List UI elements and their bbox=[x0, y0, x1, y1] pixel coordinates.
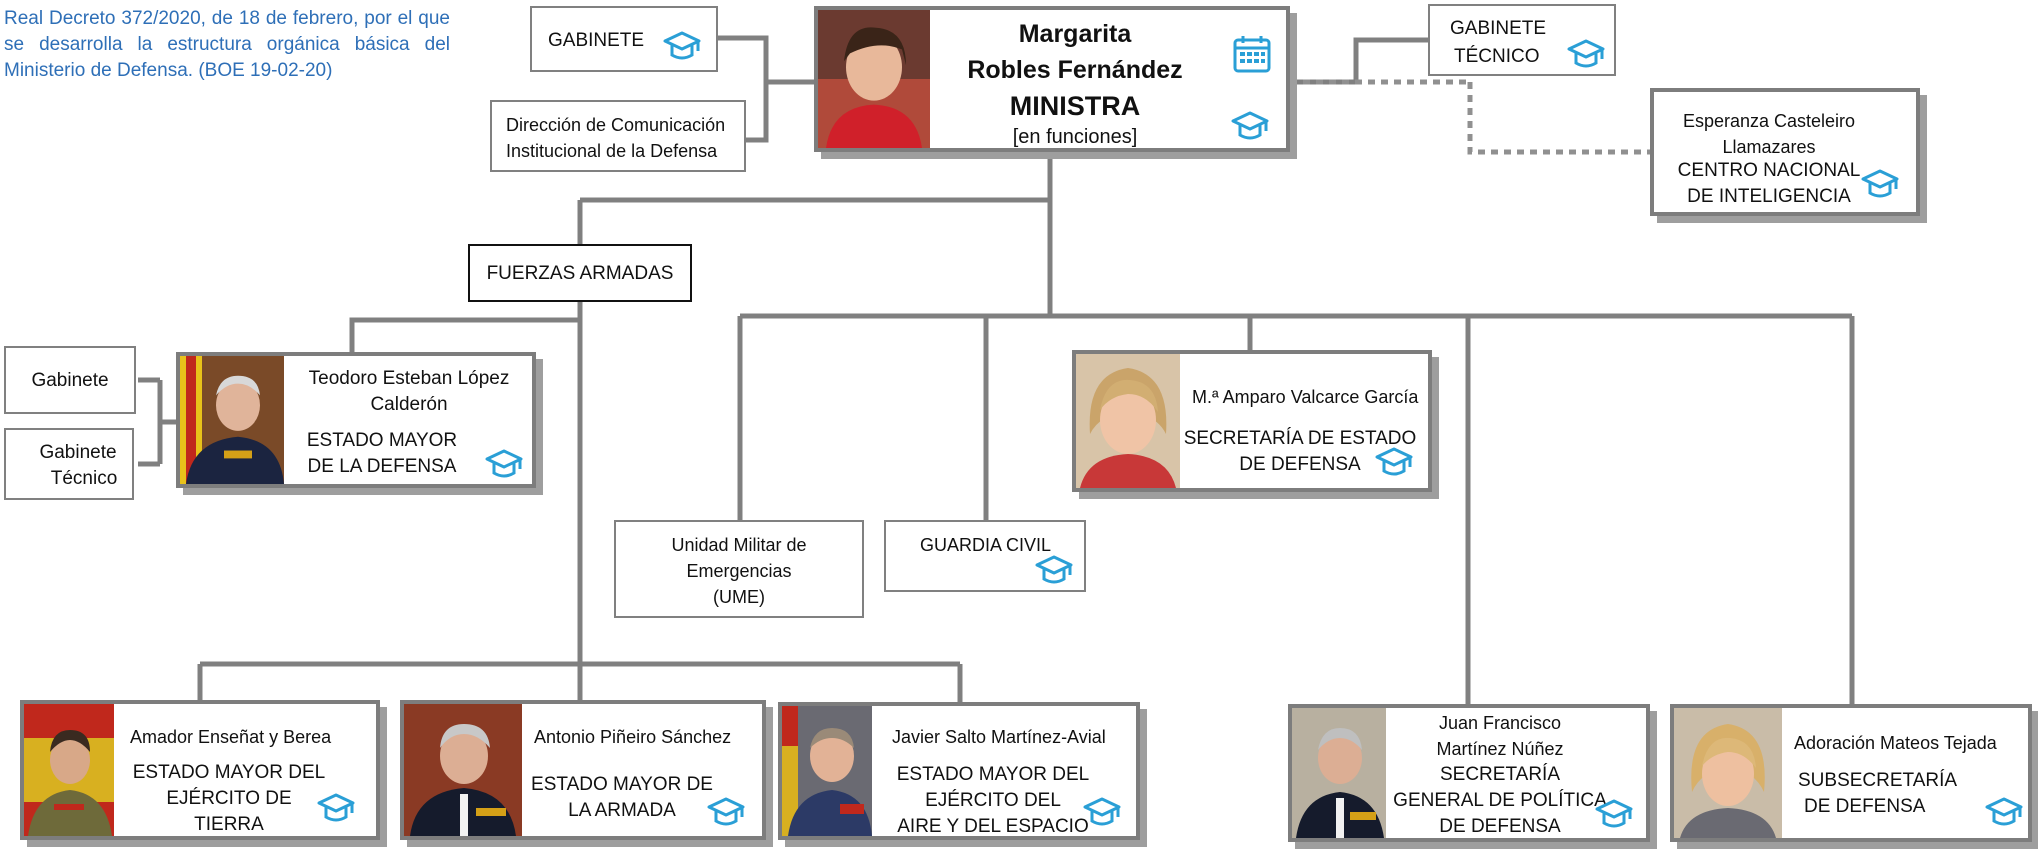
comunicacion-line-2: Institucional de la Defensa bbox=[506, 141, 718, 161]
tierra-card: Amador Enseñat y Berea ESTADO MAYOR DEL … bbox=[20, 700, 380, 840]
minister-photo bbox=[818, 10, 930, 148]
minister-card: Margarita Robles Fernández MINISTRA [en … bbox=[814, 6, 1290, 152]
tierra-photo bbox=[24, 704, 114, 836]
gabinete-tecnico-box: GABINETE TÉCNICO bbox=[1428, 4, 1616, 76]
armada-card: Antonio Piñeiro Sánchez ESTADO MAYOR DE … bbox=[400, 700, 766, 840]
minister-name-line-1: Margarita bbox=[1018, 20, 1132, 48]
graduation-cap-icon[interactable] bbox=[1034, 554, 1074, 588]
ume-line-1: Unidad Militar de bbox=[671, 535, 807, 555]
jemad-card: Teodoro Esteban López Calderón ESTADO MA… bbox=[176, 352, 536, 488]
gabinete-tecnico-line-1: GABINETE bbox=[1450, 18, 1547, 39]
jemad-name-line-1: Teodoro Esteban López bbox=[308, 368, 510, 389]
sedef-card: M.ª Amparo Valcarce García SECRETARÍA DE… bbox=[1072, 350, 1432, 492]
legal-reference-note: Real Decreto 372/2020, de 18 de febrero,… bbox=[4, 8, 450, 81]
graduation-cap-icon[interactable] bbox=[1082, 796, 1122, 830]
jemad-org-line-1: ESTADO MAYOR bbox=[306, 430, 458, 451]
ume-box: Unidad Militar de Emergencias (UME) bbox=[614, 520, 864, 618]
subdef-card: Adoración Mateos Tejada SUBSECRETARÍA DE… bbox=[1670, 704, 2032, 842]
subdef-name: Adoración Mateos Tejada bbox=[1794, 733, 1997, 753]
graduation-cap-icon[interactable] bbox=[706, 796, 746, 830]
minister-name-line-2: Robles Fernández bbox=[967, 56, 1183, 84]
graduation-cap-icon[interactable] bbox=[1566, 38, 1606, 72]
segenpol-org-line-2: GENERAL DE POLÍTICA bbox=[1393, 790, 1607, 811]
gabinete-label: GABINETE bbox=[548, 30, 645, 51]
ume-line-2: Emergencias bbox=[686, 561, 792, 581]
segenpol-name-line-2: Martínez Núñez bbox=[1436, 739, 1564, 759]
jemad-name-line-2: Calderón bbox=[370, 394, 448, 415]
sedef-name: M.ª Amparo Valcarce García bbox=[1192, 387, 1419, 407]
calendar-icon[interactable] bbox=[1232, 34, 1272, 74]
aire-org-line-3: AIRE Y DEL ESPACIO bbox=[897, 816, 1089, 837]
armada-name: Antonio Piñeiro Sánchez bbox=[534, 727, 732, 747]
segenpol-org-line-3: DE DEFENSA bbox=[1439, 816, 1561, 837]
segenpol-org-line-1: SECRETARÍA bbox=[1439, 764, 1560, 785]
fuerzas-armadas-label: FUERZAS ARMADAS bbox=[486, 263, 674, 284]
graduation-cap-icon[interactable] bbox=[316, 792, 356, 826]
minister-status: [en funciones] bbox=[1012, 126, 1138, 148]
graduation-cap-icon[interactable] bbox=[1594, 798, 1634, 832]
guardia-civil-label: GUARDIA CIVIL bbox=[920, 535, 1052, 555]
gabinete-tecnico-line-2: TÉCNICO bbox=[1454, 46, 1540, 67]
left-gabinete-tecnico-line-1: Gabinete bbox=[39, 442, 117, 463]
cni-name-line-1: Esperanza Casteleiro bbox=[1682, 111, 1856, 131]
graduation-cap-icon[interactable] bbox=[662, 30, 702, 64]
jemad-photo bbox=[180, 356, 284, 484]
cni-card: Esperanza Casteleiro Llamazares CENTRO N… bbox=[1650, 88, 1920, 216]
subdef-org-line-1: SUBSECRETARÍA bbox=[1798, 770, 1958, 791]
subdef-photo bbox=[1674, 708, 1782, 838]
aire-card: Javier Salto Martínez-Avial ESTADO MAYOR… bbox=[778, 702, 1140, 840]
minister-role: MINISTRA bbox=[1009, 91, 1141, 121]
comunicacion-line-1: Dirección de Comunicación bbox=[506, 115, 726, 135]
graduation-cap-icon[interactable] bbox=[1984, 796, 2024, 830]
aire-photo bbox=[782, 706, 872, 836]
armada-org-line-1: ESTADO MAYOR DE bbox=[531, 774, 713, 795]
armada-photo bbox=[404, 704, 522, 836]
left-gabinete-box: Gabinete bbox=[4, 346, 136, 414]
segenpol-photo bbox=[1292, 708, 1386, 838]
tierra-name: Amador Enseñat y Berea bbox=[130, 727, 332, 747]
ume-line-3: (UME) bbox=[713, 587, 765, 607]
cni-name-line-2: Llamazares bbox=[1722, 137, 1816, 157]
segenpol-card: Juan Francisco Martínez Núñez SECRETARÍA… bbox=[1288, 704, 1650, 842]
aire-org-line-1: ESTADO MAYOR DEL bbox=[896, 764, 1090, 785]
sedef-photo bbox=[1076, 354, 1180, 488]
segenpol-name-line-1: Juan Francisco bbox=[1438, 713, 1562, 733]
tierra-org-line-1: ESTADO MAYOR DEL bbox=[132, 762, 326, 783]
graduation-cap-icon[interactable] bbox=[1860, 168, 1900, 202]
graduation-cap-icon[interactable] bbox=[484, 448, 524, 482]
guardia-civil-box: GUARDIA CIVIL bbox=[884, 520, 1086, 592]
left-gabinete-label: Gabinete bbox=[31, 370, 109, 391]
graduation-cap-icon[interactable] bbox=[1230, 110, 1270, 144]
jemad-org-line-2: DE LA DEFENSA bbox=[307, 456, 457, 477]
armada-org-line-2: LA ARMADA bbox=[568, 800, 676, 821]
aire-org-line-2: EJÉRCITO DEL bbox=[925, 790, 1061, 811]
tierra-org-line-3: TIERRA bbox=[194, 814, 264, 835]
cni-org-line-2: DE INTELIGENCIA bbox=[1687, 186, 1851, 207]
graduation-cap-icon[interactable] bbox=[1374, 446, 1414, 480]
subdef-org-line-2: DE DEFENSA bbox=[1804, 796, 1926, 817]
comunicacion-box: Dirección de Comunicación Institucional … bbox=[490, 100, 746, 172]
fuerzas-armadas-box: FUERZAS ARMADAS bbox=[468, 244, 692, 302]
gabinete-box: GABINETE bbox=[530, 6, 718, 72]
sedef-org-line-2: DE DEFENSA bbox=[1239, 454, 1361, 475]
aire-name: Javier Salto Martínez-Avial bbox=[892, 727, 1106, 747]
sedef-org-line-1: SECRETARÍA DE ESTADO bbox=[1183, 428, 1417, 449]
tierra-org-line-2: EJÉRCITO DE bbox=[166, 788, 292, 809]
left-gabinete-tecnico-line-2: Técnico bbox=[50, 468, 118, 489]
cni-org-line-1: CENTRO NACIONAL bbox=[1677, 160, 1861, 181]
left-gabinete-tecnico-box: Gabinete Técnico bbox=[4, 428, 134, 500]
